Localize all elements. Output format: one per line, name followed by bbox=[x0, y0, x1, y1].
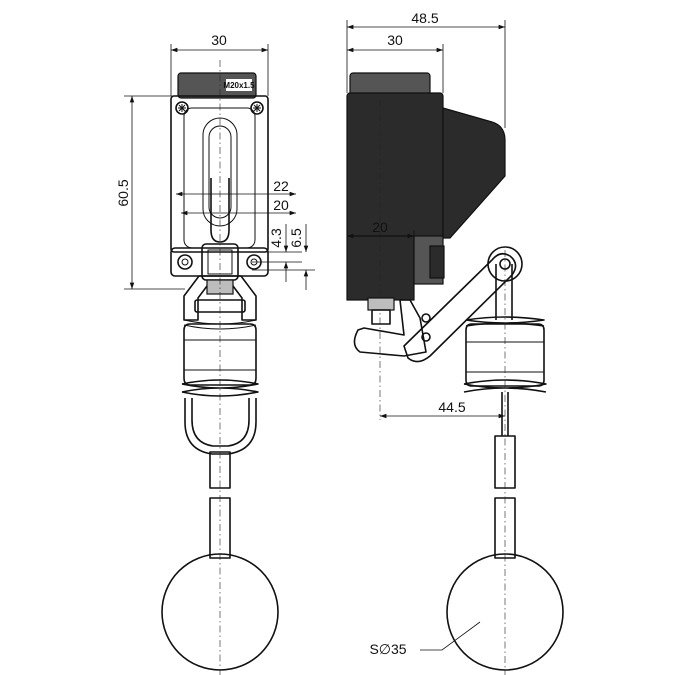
side-lever bbox=[403, 252, 517, 363]
thread-label: M20x1.5 bbox=[223, 81, 255, 90]
dim-22: 22 bbox=[273, 178, 289, 194]
dim-30-side: 30 bbox=[387, 32, 403, 48]
screw-icon bbox=[175, 101, 189, 115]
dim-20-front: 20 bbox=[273, 197, 289, 213]
side-lever-bracket bbox=[353, 299, 427, 357]
front-view: M20x1.5 bbox=[115, 32, 315, 675]
side-float-ball bbox=[446, 553, 564, 671]
front-dimensions: 30 60.5 22 20 4.3 6.5 bbox=[115, 32, 315, 290]
dim-30-front: 30 bbox=[211, 32, 227, 48]
dim-4-3: 4.3 bbox=[268, 228, 284, 248]
dim-6-5: 6.5 bbox=[288, 228, 304, 248]
dim-60-5: 60.5 bbox=[115, 179, 131, 206]
side-housing bbox=[346, 92, 444, 239]
screw-icon bbox=[250, 101, 264, 115]
side-view: 48.5 30 20 44.5 S∅35 bbox=[346, 10, 564, 675]
side-dimensions: 48.5 30 20 44.5 S∅35 bbox=[346, 10, 506, 657]
dim-float-diameter: S∅35 bbox=[369, 641, 406, 657]
side-rear-housing bbox=[442, 107, 506, 239]
front-housing bbox=[170, 95, 269, 253]
dim-20-side: 20 bbox=[372, 219, 388, 235]
dim-48-5: 48.5 bbox=[411, 10, 438, 26]
dim-44-5: 44.5 bbox=[438, 399, 465, 415]
